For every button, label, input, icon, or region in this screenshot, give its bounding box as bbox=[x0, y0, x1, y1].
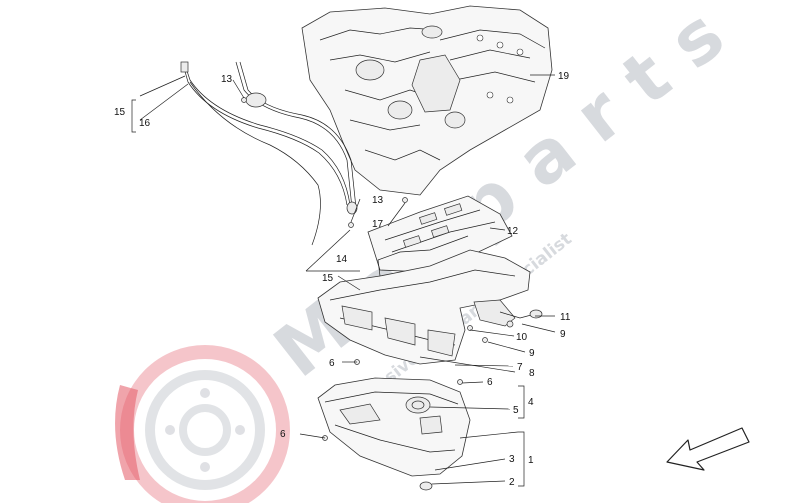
lower-oil-pan bbox=[317, 377, 471, 491]
callout-1: 1 bbox=[528, 455, 534, 466]
upper-oil-pan bbox=[317, 235, 531, 365]
oil-level-sensor bbox=[473, 299, 543, 328]
callout-17: 16 bbox=[139, 118, 151, 129]
callout-9-lower: 9 bbox=[529, 348, 535, 359]
engine-block bbox=[301, 5, 553, 196]
callout-10: 10 bbox=[516, 332, 528, 343]
callout-6-right: 6 bbox=[487, 377, 493, 388]
callout-19: 19 bbox=[558, 71, 570, 82]
callout-2: 2 bbox=[509, 477, 515, 488]
callout-6-left: 6 bbox=[329, 358, 335, 369]
callout-5: 5 bbox=[513, 405, 519, 416]
callout-13-lower: 13 bbox=[372, 195, 384, 206]
dipstick-assembly bbox=[180, 61, 358, 246]
callout-4: 4 bbox=[528, 397, 534, 408]
callout-15: 15 bbox=[322, 273, 334, 284]
leader-lines bbox=[131, 74, 556, 487]
arrow-icon bbox=[666, 427, 750, 471]
callout-14: 14 bbox=[336, 254, 348, 265]
callout-18: 17 bbox=[372, 219, 384, 230]
callout-3: 3 bbox=[509, 454, 515, 465]
callout-7: 7 bbox=[517, 362, 523, 373]
callout-11: 11 bbox=[560, 312, 571, 323]
callout-8: 8 bbox=[529, 368, 535, 379]
watermark-seal-logo bbox=[115, 345, 290, 503]
callout-9-upper: 9 bbox=[560, 329, 566, 340]
callout-6-bottom: 6 bbox=[280, 429, 286, 440]
callout-13-upper: 13 bbox=[221, 74, 233, 85]
callout-labels: 15 16 13 13 17 14 15 12 19 11 9 10 9 7 8… bbox=[114, 71, 571, 488]
callout-16: 15 bbox=[114, 107, 126, 118]
callout-12: 12 bbox=[507, 226, 519, 237]
